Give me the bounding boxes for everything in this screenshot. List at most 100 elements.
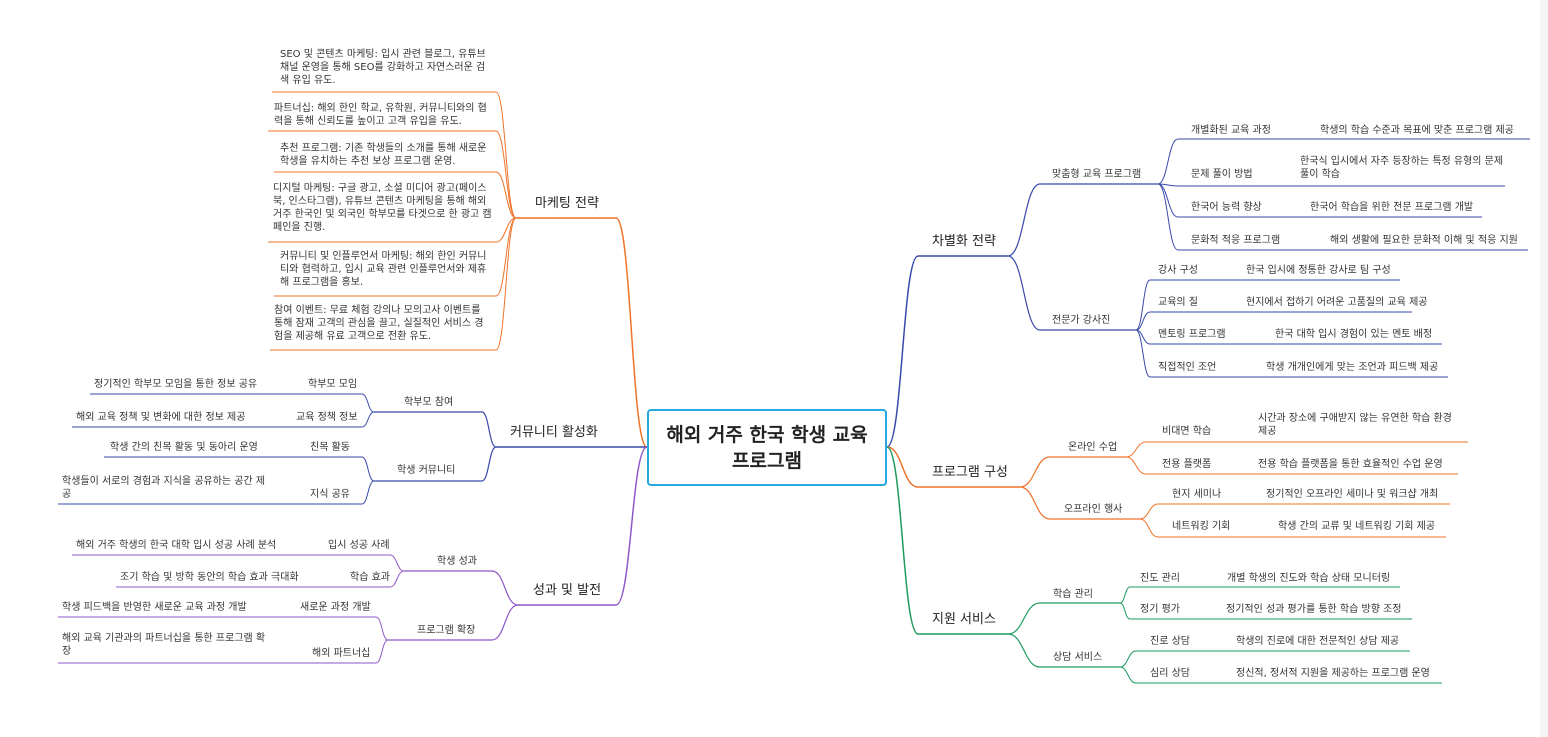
item-detail[interactable]: 학생 피드백을 반영한 새로운 교육 과정 개발: [62, 602, 247, 613]
item-label[interactable]: 학부모 모임: [308, 379, 358, 390]
root-node[interactable]: 해외 거주 한국 학생 교육 프로그램: [647, 409, 887, 486]
item-detail[interactable]: 정기적인 성과 평가를 통한 학습 방향 조정: [1226, 604, 1402, 615]
connector-differentiation: [886, 255, 919, 448]
item-detail[interactable]: 해외 교육 정책 및 변화에 대한 정보 제공: [76, 412, 246, 423]
connector-group: [1007, 255, 1041, 331]
item-label[interactable]: 현지 세미나: [1172, 489, 1222, 500]
connector-group: [491, 570, 519, 606]
branch-marketing[interactable]: 마케팅 전략: [535, 196, 599, 211]
item-detail[interactable]: 현지에서 접하기 어려운 고품질의 교육 제공: [1246, 297, 1428, 308]
group-custom-program[interactable]: 맞춤형 교육 프로그램: [1052, 169, 1142, 180]
connector-item: [1125, 456, 1147, 475]
item-detail[interactable]: 학생 개개인에게 맞는 조언과 피드백 제공: [1266, 362, 1439, 373]
connector-item: [1157, 183, 1179, 251]
item-label[interactable]: 문화적 적응 프로그램: [1191, 235, 1281, 246]
item-label[interactable]: 새로운 과정 개발: [300, 602, 371, 613]
group-learning-management[interactable]: 학습 관리: [1053, 589, 1093, 600]
branch-differentiation[interactable]: 차별화 전략: [932, 234, 996, 249]
marketing-item[interactable]: 커뮤니티 및 인플루언서 마케팅: 해외 한인 커뮤니티와 협력하고, 입시 교…: [280, 251, 487, 288]
item-label[interactable]: 해외 파트너십: [312, 648, 371, 659]
item-label[interactable]: 멘토링 프로그램: [1158, 329, 1226, 340]
item-detail[interactable]: 해외 생활에 필요한 문화적 이해 및 적응 지원: [1330, 235, 1518, 246]
connector-item: [1135, 329, 1151, 378]
item-detail[interactable]: 학생의 진로에 대한 전문적인 상담 제공: [1236, 636, 1400, 647]
item-label[interactable]: 한국어 능력 향상: [1191, 202, 1262, 213]
item-detail[interactable]: 한국 입시에 정통한 강사로 팀 구성: [1246, 265, 1391, 276]
item-label[interactable]: 입시 성공 사례: [328, 540, 390, 551]
item-detail[interactable]: 한국어 학습을 위한 전문 프로그램 개발: [1310, 202, 1474, 213]
connector-group: [1019, 456, 1051, 488]
marketing-item[interactable]: 디지털 마케팅: 구글 광고, 소셜 미디어 광고(페이스북, 인스타그램), …: [273, 183, 492, 233]
connector-item: [495, 91, 517, 219]
group-parent-participation[interactable]: 학부모 참여: [404, 397, 454, 408]
item-label[interactable]: 학습 효과: [350, 572, 390, 583]
item-detail[interactable]: 정신적, 정서적 지원을 제공하는 프로그램 운영: [1236, 668, 1430, 679]
item-detail[interactable]: 학생의 학습 수준과 목표에 맞춘 프로그램 제공: [1320, 125, 1514, 136]
item-detail[interactable]: 정기적인 학부모 모임을 통한 정보 공유: [94, 379, 258, 390]
item-label[interactable]: 직접적인 조언: [1158, 362, 1217, 373]
branch-performance[interactable]: 성과 및 발전: [533, 583, 602, 598]
branch-support[interactable]: 지원 서비스: [932, 612, 996, 627]
item-detail[interactable]: 학생 간의 교류 및 네트워킹 기회 제공: [1278, 521, 1436, 532]
connector-item: [1125, 441, 1147, 458]
root-label: 해외 거주 한국 학생 교육 프로그램: [666, 423, 868, 472]
connector-item: [1119, 586, 1131, 604]
item-detail[interactable]: 학생 간의 친목 활동 및 동아리 운영: [110, 442, 258, 453]
connector-group: [491, 604, 519, 641]
connector-marketing: [615, 217, 648, 448]
group-counseling[interactable]: 상담 서비스: [1053, 652, 1103, 663]
connector-item: [1139, 518, 1159, 538]
item-detail[interactable]: 해외 교육 기관과의 파트너십을 통한 프로그램 확장: [62, 633, 266, 657]
connector-item: [495, 171, 517, 219]
connector-item: [1157, 183, 1179, 218]
item-label[interactable]: 교육 정책 정보: [296, 412, 358, 423]
connector-item: [495, 217, 517, 297]
connector-group: [481, 446, 497, 482]
item-label[interactable]: 진도 관리: [1140, 573, 1180, 584]
group-student-performance[interactable]: 학생 성과: [437, 556, 477, 567]
item-label[interactable]: 지식 공유: [310, 489, 350, 500]
branch-program[interactable]: 프로그램 구성: [932, 465, 1008, 480]
connector-item: [1139, 503, 1159, 520]
connector-item: [495, 217, 517, 243]
connector-item: [375, 616, 389, 641]
marketing-item[interactable]: SEO 및 콘텐츠 마케팅: 입시 관련 블로그, 유튜브 채널 운영을 통해 …: [280, 49, 486, 86]
marketing-item[interactable]: 참여 이벤트: 무료 체험 강의나 모의고사 이벤트를 통해 잠재 고객의 관심…: [274, 305, 484, 342]
item-detail[interactable]: 개별 학생의 진도와 학습 상태 모니터링: [1227, 573, 1391, 584]
connector-item: [361, 411, 375, 428]
group-program-expansion[interactable]: 프로그램 확장: [417, 625, 476, 636]
marketing-item[interactable]: 파트너십: 해외 한인 학교, 유학원, 커뮤니티와의 협력을 통해 신뢰도를 …: [274, 103, 487, 127]
branch-community[interactable]: 커뮤니티 활성화: [510, 425, 598, 440]
item-detail[interactable]: 시간과 장소에 구애받지 않는 유연한 학습 환경 제공: [1258, 413, 1452, 437]
marketing-item[interactable]: 추천 프로그램: 기존 학생들의 소개를 통해 새로운 학생을 유치하는 추천 …: [280, 143, 487, 167]
connector-item: [361, 456, 375, 482]
vertical-scrollbar[interactable]: [1540, 0, 1548, 737]
item-label[interactable]: 전용 플랫폼: [1162, 459, 1212, 470]
item-label[interactable]: 진로 상담: [1150, 636, 1190, 647]
connector-program: [886, 446, 919, 488]
item-detail[interactable]: 한국식 입시에서 자주 등장하는 특정 유형의 문제 풀이 학습: [1300, 156, 1504, 180]
connector-group: [481, 411, 497, 448]
group-online[interactable]: 온라인 수업: [1068, 442, 1118, 453]
item-label[interactable]: 네트워킹 기회: [1172, 521, 1231, 532]
item-detail[interactable]: 학생들이 서로의 경험과 지식을 공유하는 공간 제공: [62, 476, 266, 500]
item-detail[interactable]: 정기적인 오프라인 세미나 및 워크샵 개최: [1266, 489, 1439, 500]
item-detail[interactable]: 한국 대학 입시 경험이 있는 멘토 배정: [1275, 329, 1433, 340]
group-offline[interactable]: 오프라인 행사: [1064, 504, 1123, 515]
item-label[interactable]: 개별화된 교육 과정: [1191, 125, 1271, 136]
item-label[interactable]: 정기 평가: [1140, 604, 1180, 615]
item-detail[interactable]: 해외 거주 학생의 한국 대학 입시 성공 사례 분석: [76, 540, 277, 551]
connector-item: [495, 217, 517, 351]
item-detail[interactable]: 조기 학습 및 방학 동안의 학습 효과 극대화: [120, 572, 299, 583]
item-detail[interactable]: 전용 학습 플랫폼을 통한 효율적인 수업 운영: [1258, 459, 1443, 470]
item-label[interactable]: 비대면 학습: [1162, 426, 1212, 437]
item-label[interactable]: 친목 활동: [310, 442, 350, 453]
item-label[interactable]: 심리 상담: [1150, 668, 1190, 679]
item-label[interactable]: 교육의 질: [1158, 297, 1198, 308]
group-student-community[interactable]: 학생 커뮤니티: [397, 465, 456, 476]
connector-support: [886, 446, 919, 635]
item-label[interactable]: 강사 구성: [1158, 265, 1198, 276]
connector-item: [1135, 311, 1151, 331]
item-label[interactable]: 문제 풀이 방법: [1191, 169, 1253, 180]
group-expert-instructors[interactable]: 전문가 강사진: [1052, 315, 1111, 326]
